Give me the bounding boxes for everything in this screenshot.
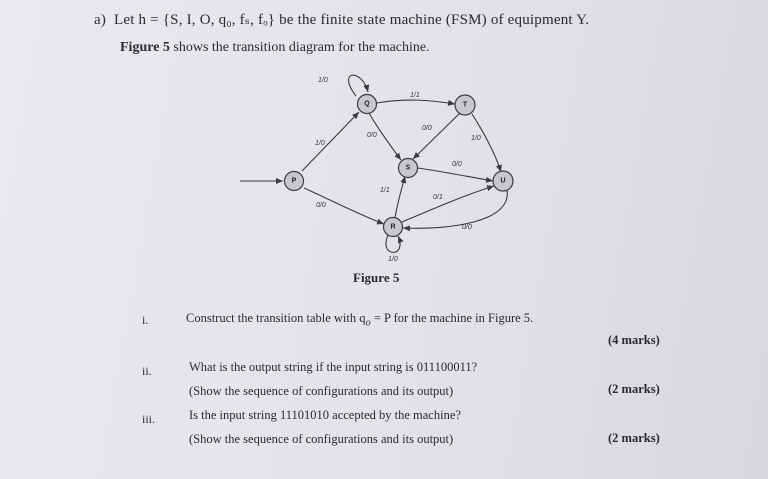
subq-2-note: (Show the sequence of configurations and… [189,384,454,398]
edge-r-s [394,175,407,219]
edge-r-r [385,234,404,253]
edge-p-q [301,111,360,172]
label-r-r: 1/0 [388,256,398,263]
subq-2-text: What is the output string if the input s… [189,360,478,374]
svg-text:R: R [390,224,395,231]
subq-1-marks: (4 marks) [608,333,660,347]
svg-text:Q: Q [364,101,370,108]
state-s: S [397,157,419,179]
svg-text:P: P [292,178,297,185]
state-r: R [382,216,404,238]
subq-3-marks: (2 marks) [608,431,660,445]
state-p: P [283,170,305,192]
label-t-s: 0/0 [422,125,432,132]
edge-q-s [368,112,402,161]
svg-text:S: S [406,165,411,172]
figure-ref-rest: shows the transition diagram for the mac… [169,40,430,55]
edge-p-r [303,187,385,225]
subq-1-number: i. [142,313,149,327]
part-label: a) [94,12,107,28]
label-r-u: 0/1 [433,194,443,201]
question-intro: a) Let h = {S, I, O, q₀, fₛ, fₒ} be the … [94,10,589,29]
state-t: T [454,94,476,116]
edge-s-u [417,167,494,183]
subq-3-number: iii. [142,412,156,426]
state-q: Q [356,93,378,115]
edge-t-s [412,112,461,160]
svg-text:T: T [463,102,468,109]
intro-text: Let h = {S, I, O, q₀, fₛ, fₒ} be the fin… [113,12,590,28]
figure-reference: Figure 5 shows the transition diagram fo… [120,40,430,56]
edge-t-u [471,113,502,173]
state-u: U [492,170,514,192]
subq-3-text: Is the input string 11101010 accepted by… [189,408,461,422]
figure-caption: Figure 5 [353,270,400,285]
edge-r-u [401,185,495,223]
edge-q-t [376,99,456,106]
subq-2-marks: (2 marks) [608,382,660,396]
label-s-u: 0/0 [452,161,462,168]
subq-1-text: Construct the transition table with qo =… [186,311,534,329]
label-p-q: 1/0 [315,140,325,147]
label-u-r: 0/0 [462,224,472,231]
subq-3-note: (Show the sequence of configurations and… [189,432,454,446]
subq-2-number: ii. [142,364,152,378]
edge-u-r [402,189,508,232]
edge-q-q [348,74,370,97]
label-p-r: 0/0 [316,202,326,209]
label-q-t: 1/1 [410,92,420,99]
svg-text:U: U [500,178,505,185]
label-r-s: 1/1 [380,187,390,194]
label-q-q: 1/0 [318,77,328,84]
label-q-s: 0/0 [367,132,377,139]
label-t-u: 1/0 [471,135,481,142]
figure-ref-bold: Figure 5 [120,40,170,55]
